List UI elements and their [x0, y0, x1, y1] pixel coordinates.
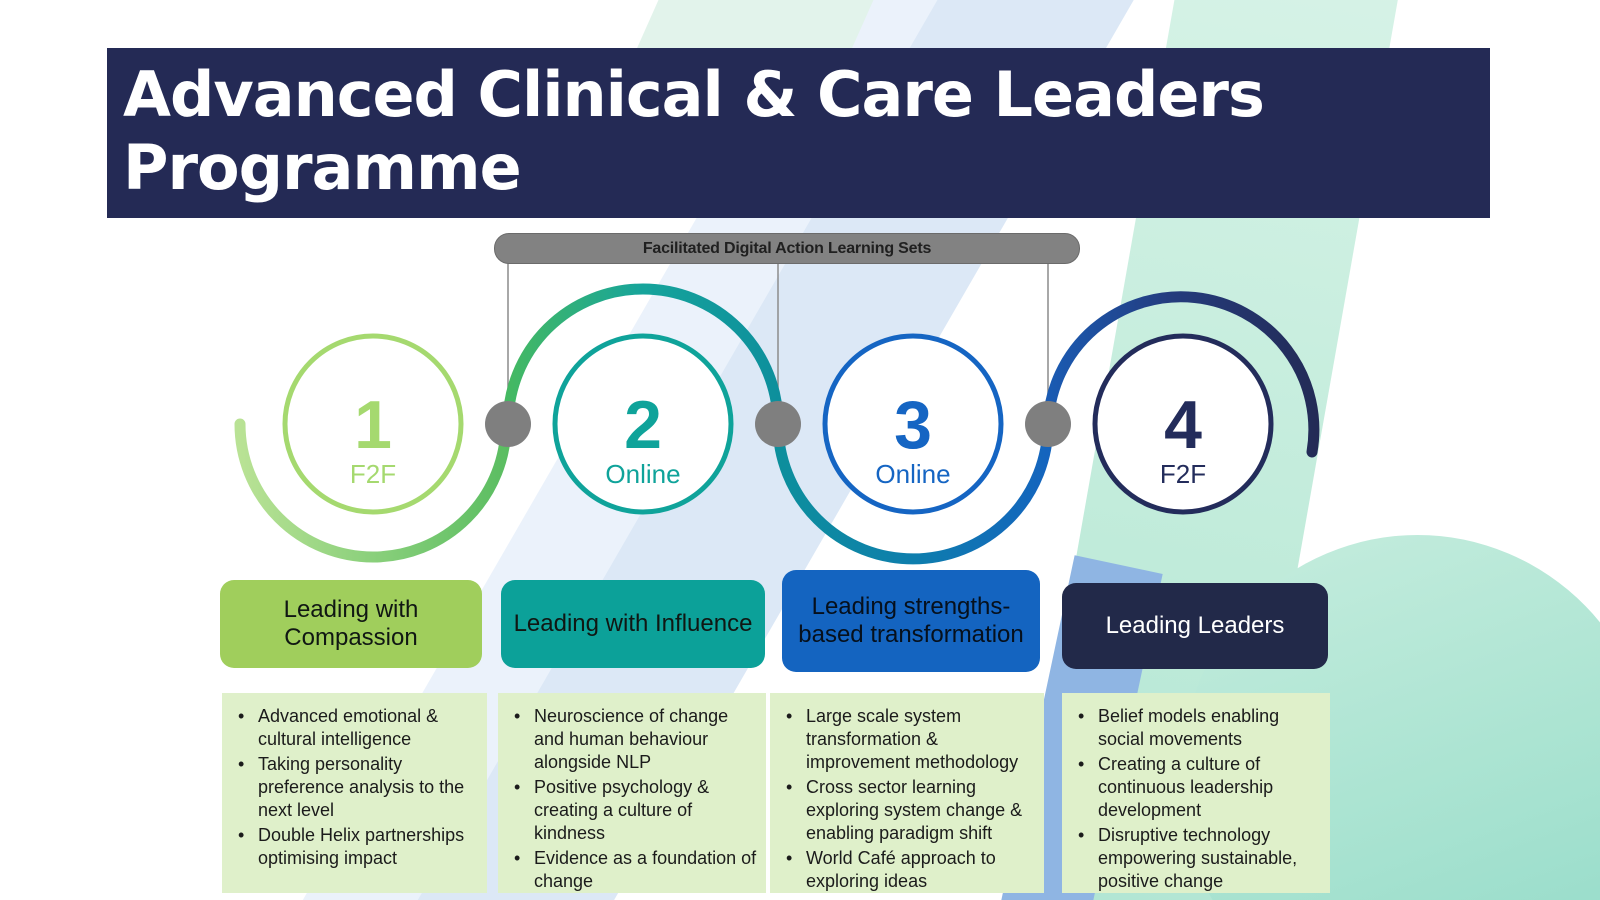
title-banner: Advanced Clinical & Care Leaders Program… [107, 48, 1490, 218]
module-1-header: Leading with Compassion [220, 580, 482, 668]
junction-dot-1 [485, 401, 531, 447]
bullet-item: Evidence as a foundation of change [508, 847, 760, 893]
page-title: Advanced Clinical & Care Leaders Program… [107, 48, 1490, 204]
module-3-header: Leading strengths-based transformation [782, 570, 1040, 672]
bullet-list: Large scale system transformation & impr… [780, 705, 1038, 893]
module-4-title: Leading Leaders [1105, 612, 1285, 639]
bullet-item: Creating a culture of continuous leaders… [1072, 753, 1324, 822]
bullet-item: Taking personality preference analysis t… [232, 753, 481, 822]
page-title-line2: Programme [123, 131, 522, 204]
stage-4-mode: F2F [1159, 459, 1207, 489]
bullet-list: Belief models enabling social movements … [1072, 705, 1324, 893]
stage-2-number: 2 [624, 387, 662, 463]
stage-2-ring [552, 333, 734, 515]
bullet-item: Disruptive technology empowering sustain… [1072, 824, 1324, 893]
stage-3-mode: Online [875, 459, 951, 489]
module-2-title: Leading with Influence [513, 610, 753, 637]
bullet-item: Large scale system transformation & impr… [780, 705, 1038, 774]
junction-dot-2 [755, 401, 801, 447]
facilitated-pill: Facilitated Digital Action Learning Sets [494, 233, 1080, 264]
flow-arc-4 [1042, 291, 1320, 458]
module-4-header: Leading Leaders [1062, 583, 1328, 669]
stage-2-mode: Online [605, 459, 681, 489]
stage-3-ring [822, 333, 1004, 515]
module-3-bullets: Large scale system transformation & impr… [770, 693, 1044, 893]
module-1-title: Leading with Compassion [283, 596, 419, 651]
bullet-item: Cross sector learning exploring system c… [780, 776, 1038, 845]
bullet-item: Double Helix partnerships optimising imp… [232, 824, 481, 870]
bullet-item: Advanced emotional & cultural intelligen… [232, 705, 481, 751]
stage-4-ring [1092, 333, 1274, 515]
page-title-line1: Advanced Clinical & Care Leaders [123, 58, 1265, 131]
bullet-item: Belief models enabling social movements [1072, 705, 1324, 751]
module-2-bullets: Neuroscience of change and human behavio… [498, 693, 766, 893]
junction-dot-3 [1025, 401, 1071, 447]
module-4-bullets: Belief models enabling social movements … [1062, 693, 1330, 893]
module-1-bullets: Advanced emotional & cultural intelligen… [222, 693, 487, 893]
stage-1-ring [282, 333, 464, 515]
facilitated-pill-label: Facilitated Digital Action Learning Sets [642, 239, 932, 257]
bullet-item: Positive psychology & creating a culture… [508, 776, 760, 845]
module-2-header: Leading with Influence [501, 580, 765, 668]
stage-3-number: 3 [894, 387, 932, 463]
bullet-list: Advanced emotional & cultural intelligen… [232, 705, 481, 870]
bullet-item: World Café approach to exploring ideas [780, 847, 1038, 893]
bullet-item: Neuroscience of change and human behavio… [508, 705, 760, 774]
flow-arc-2 [502, 283, 784, 430]
stage-1-mode: F2F [349, 459, 397, 489]
bullet-list: Neuroscience of change and human behavio… [508, 705, 760, 893]
stage-1-number: 1 [354, 387, 392, 463]
flow-arc-3 [772, 418, 1054, 565]
stage-4-number: 4 [1164, 387, 1202, 463]
module-3-title: Leading strengths-based transformation [798, 593, 1024, 648]
flow-arc-1 [234, 418, 512, 563]
